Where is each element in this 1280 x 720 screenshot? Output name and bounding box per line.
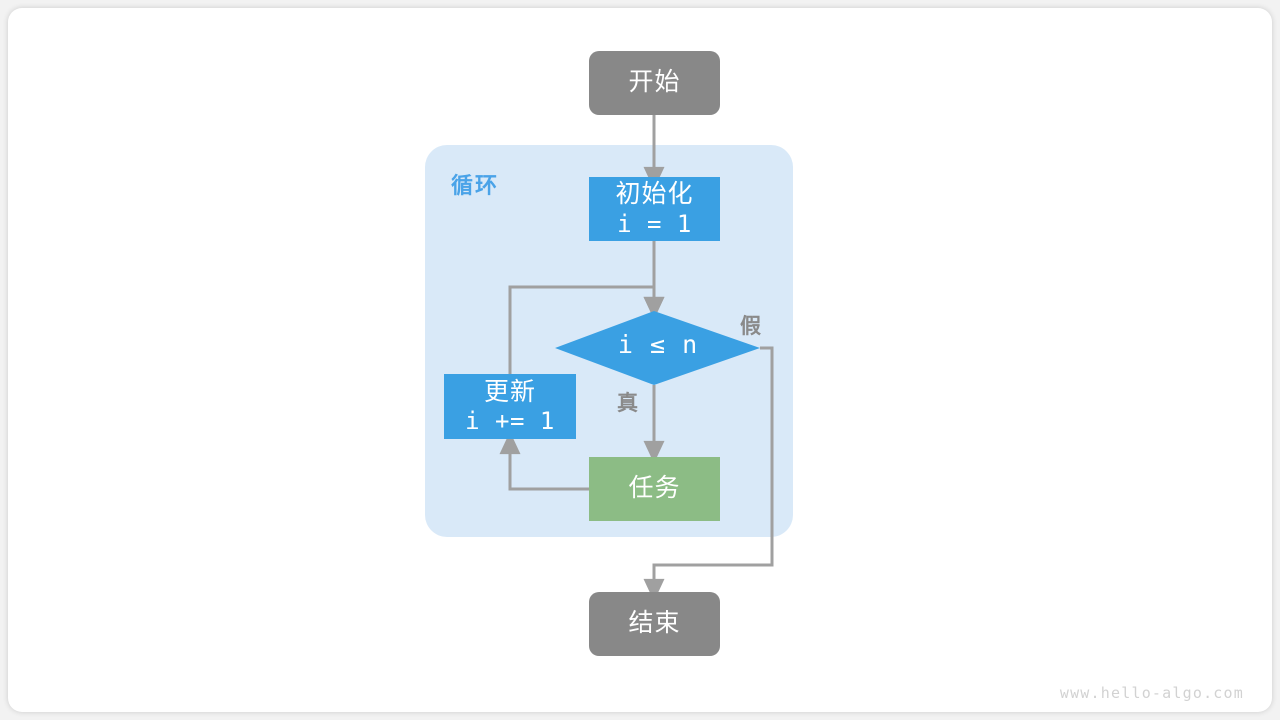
node-start-label: 开始	[628, 68, 681, 97]
node-update-expression: i += 1	[465, 407, 555, 436]
node-end-label: 结束	[628, 609, 681, 638]
node-end[interactable]: 结束	[589, 592, 720, 656]
edge-label-false: 假	[740, 315, 762, 338]
node-start[interactable]: 开始	[589, 51, 720, 115]
node-init[interactable]: 初始化 i = 1	[589, 177, 720, 241]
node-task[interactable]: 任务	[589, 457, 720, 521]
node-update[interactable]: 更新 i += 1	[444, 374, 576, 439]
node-task-label: 任务	[628, 474, 681, 503]
node-condition-label: i ≤ n	[617, 330, 699, 359]
loop-container-label: 循环	[451, 173, 500, 198]
node-init-expression: i = 1	[617, 209, 692, 238]
node-update-label: 更新	[483, 377, 536, 406]
watermark-text: www.hello-algo.com	[1059, 684, 1244, 702]
edge-label-true: 真	[617, 392, 639, 415]
node-init-label: 初始化	[615, 180, 694, 209]
